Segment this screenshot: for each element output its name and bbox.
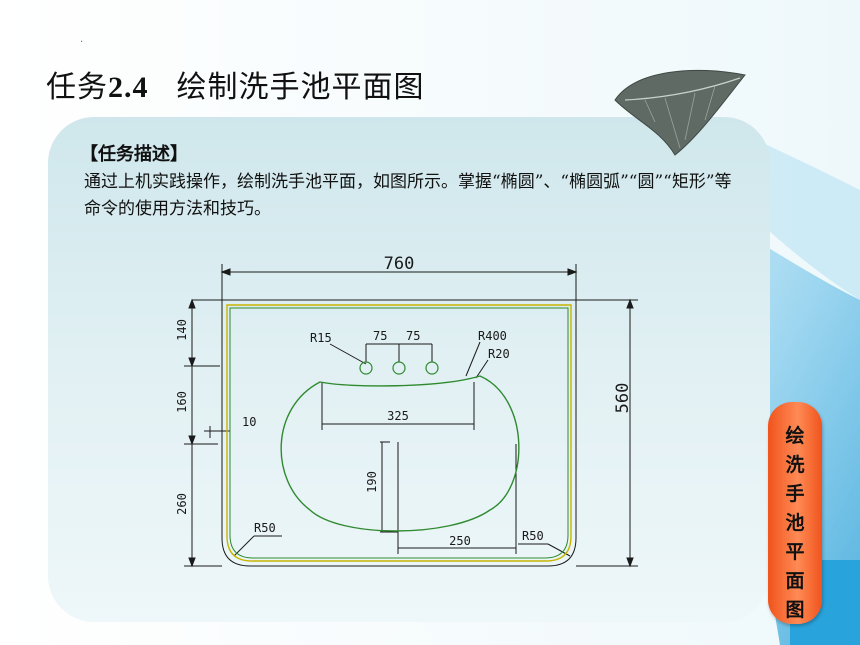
dim-160-label: 160 [175, 391, 189, 413]
side-tab: 绘洗手池平面图 [768, 402, 822, 624]
sink-plan-drawing: 760 560 140 160 260 10 R15 75 75 R400 R2… [175, 254, 638, 568]
side-tab-char: 平 [785, 541, 805, 563]
dim-325-label: 325 [387, 409, 409, 423]
description-heading: 【任务描述】 [80, 144, 188, 165]
side-tab-char: 图 [785, 599, 805, 621]
dim-r20-label: R20 [488, 347, 510, 361]
dim-10-label: 10 [242, 415, 256, 429]
content-panel [48, 117, 770, 622]
description-body: 通过上机实践操作，绘制洗手池平面，如图所示。掌握“椭圆”、“椭圆弧”“圆”“矩形… [84, 172, 732, 219]
side-tab-char: 池 [785, 512, 805, 534]
slide-title: 任务2.4 绘制洗手池平面图 [46, 62, 425, 106]
title-text: 绘制洗手池平面图 [176, 70, 425, 105]
side-tab-char: 面 [785, 570, 805, 592]
leaf-icon [614, 69, 746, 156]
dim-190-label: 190 [365, 471, 379, 493]
dim-75a-label: 75 [373, 329, 387, 343]
dim-250-label: 250 [449, 534, 471, 548]
side-tab-char: 洗 [785, 454, 805, 476]
dim-r15-label: R15 [310, 331, 332, 345]
dim-r50-right-label: R50 [522, 529, 544, 543]
title-prefix: 任务 [46, 70, 108, 105]
dim-140-label: 140 [175, 319, 189, 341]
side-tab-label: 绘洗手池平面图 [768, 422, 822, 625]
side-tab-char: 绘 [785, 425, 805, 447]
dim-r50-left-label: R50 [254, 521, 276, 535]
decoration-dot: . [80, 34, 84, 45]
dim-r400-label: R400 [478, 329, 507, 343]
side-tab-char: 手 [785, 483, 805, 505]
title-number: 2.4 [108, 71, 149, 104]
dim-260-label: 260 [175, 493, 189, 515]
dim-height-label: 560 [613, 383, 633, 414]
dim-75b-label: 75 [406, 329, 420, 343]
dim-width-label: 760 [384, 254, 415, 274]
